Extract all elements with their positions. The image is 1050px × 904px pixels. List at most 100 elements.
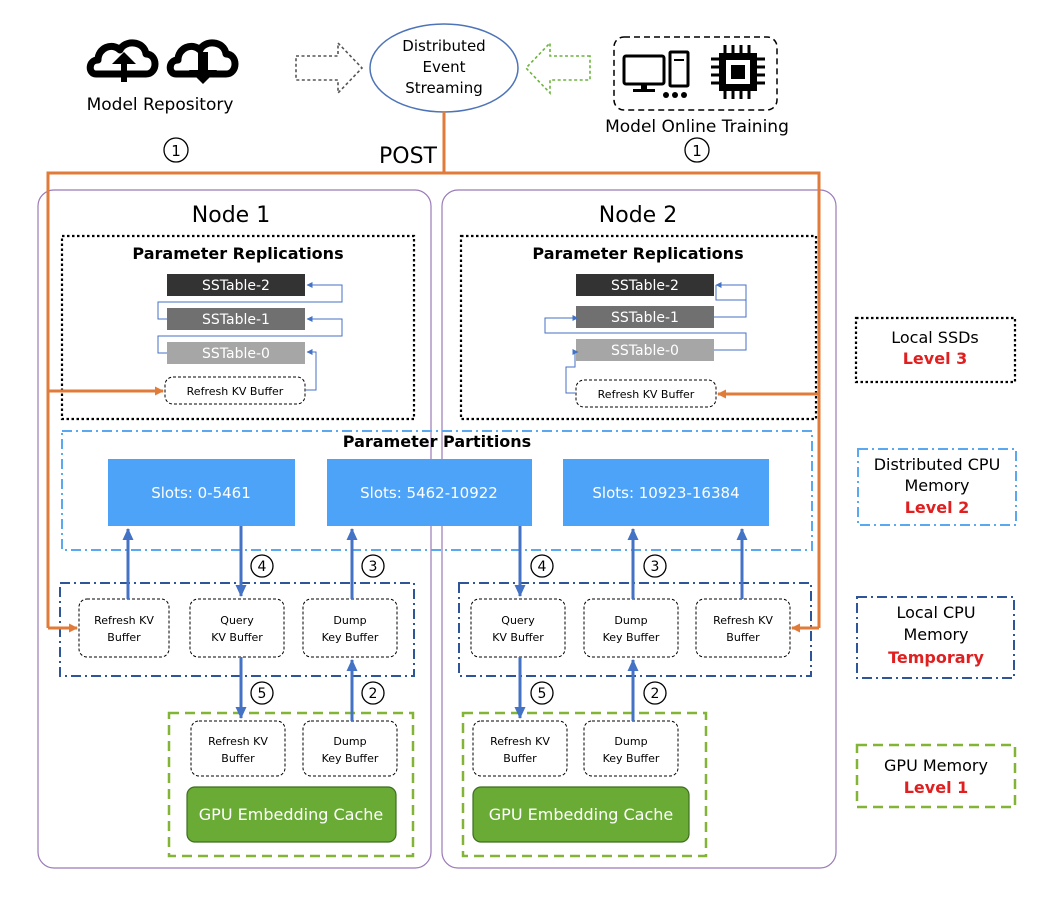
step-marker-1-left: 1 bbox=[163, 137, 189, 163]
cloud-download-icon bbox=[166, 39, 239, 84]
partitions-title: Parameter Partitions bbox=[343, 432, 531, 451]
step-marker-2-node-2: 2 bbox=[643, 681, 667, 705]
node-2-title: Node 2 bbox=[599, 203, 677, 228]
node-1-parameter-replications: Parameter Replications SSTable-2 SSTable… bbox=[60, 234, 416, 421]
svg-text:Buffer: Buffer bbox=[107, 631, 141, 644]
legend-local-cpu-memory: Local CPU Memory Temporary bbox=[856, 596, 1015, 679]
sstable-2 bbox=[576, 274, 714, 296]
svg-text:Query: Query bbox=[501, 614, 535, 627]
svg-text:4: 4 bbox=[258, 559, 267, 575]
cpu-buffer-refresh bbox=[695, 598, 791, 658]
event-streaming-node: Distributed Event Streaming bbox=[369, 23, 519, 113]
svg-text:Buffer: Buffer bbox=[726, 631, 760, 644]
svg-text:SSTable-1: SSTable-1 bbox=[202, 312, 270, 328]
svg-text:Local SSDs: Local SSDs bbox=[891, 328, 979, 347]
svg-text:4: 4 bbox=[538, 559, 547, 575]
svg-text:Temporary: Temporary bbox=[888, 648, 984, 667]
cpu-chip-icon bbox=[711, 45, 765, 99]
replications-title: Parameter Replications bbox=[132, 244, 343, 263]
svg-text:Refresh KV: Refresh KV bbox=[94, 614, 154, 627]
gpu-embedding-cache bbox=[186, 786, 397, 843]
node-2-local-cpu-memory: Query KV Buffer Dump Key Buffer Refresh … bbox=[458, 582, 812, 677]
step-marker-3-node-2: 3 bbox=[643, 554, 667, 578]
node-2-frame bbox=[441, 189, 837, 869]
training-to-streaming-arrow bbox=[524, 41, 591, 95]
svg-text:GPU Memory: GPU Memory bbox=[884, 756, 988, 775]
svg-text:Level 3: Level 3 bbox=[903, 349, 968, 368]
step-marker-2-node-1: 2 bbox=[361, 681, 385, 705]
svg-text:SSTable-2: SSTable-2 bbox=[611, 278, 679, 294]
model-repository: Model Repository bbox=[86, 39, 239, 115]
cpu-buffer-query bbox=[189, 598, 285, 658]
svg-text:2: 2 bbox=[651, 686, 660, 702]
legend-local-ssds: Local SSDs Level 3 bbox=[854, 316, 1017, 384]
replications-title: Parameter Replications bbox=[532, 244, 743, 263]
cpu-buffer-dump bbox=[583, 598, 679, 658]
sstable-0 bbox=[167, 342, 305, 364]
svg-text:Dump: Dump bbox=[333, 614, 366, 627]
svg-text:SSTable-2: SSTable-2 bbox=[202, 278, 270, 294]
post-label: POST bbox=[379, 144, 438, 169]
legend-gpu-memory: GPU Memory Level 1 bbox=[855, 743, 1017, 809]
svg-text:Slots: 5462-10922: Slots: 5462-10922 bbox=[360, 484, 498, 502]
svg-text:KV Buffer: KV Buffer bbox=[211, 631, 263, 644]
svg-text:Refresh KV: Refresh KV bbox=[490, 735, 550, 748]
model-online-training: Model Online Training bbox=[605, 36, 789, 137]
svg-text:Level 1: Level 1 bbox=[904, 778, 969, 797]
svg-text:Memory: Memory bbox=[903, 625, 968, 644]
svg-text:Buffer: Buffer bbox=[503, 752, 537, 765]
svg-text:Refresh KV Buffer: Refresh KV Buffer bbox=[187, 385, 284, 398]
svg-text:Level 2: Level 2 bbox=[905, 498, 970, 517]
svg-text:Refresh KV: Refresh KV bbox=[713, 614, 773, 627]
svg-text:Refresh KV: Refresh KV bbox=[208, 735, 268, 748]
step-marker-4-node-1: 4 bbox=[250, 554, 274, 578]
svg-text:3: 3 bbox=[369, 559, 378, 575]
cpu-buffer-dump bbox=[302, 598, 398, 658]
sstable-1 bbox=[576, 306, 714, 328]
sstable-2 bbox=[167, 274, 305, 296]
svg-text:SSTable-0: SSTable-0 bbox=[202, 346, 270, 362]
svg-text:Key Buffer: Key Buffer bbox=[322, 752, 379, 765]
sstable-0 bbox=[576, 339, 714, 361]
sstable-compaction-arrows bbox=[544, 282, 747, 394]
svg-text:Slots: 0-5461: Slots: 0-5461 bbox=[151, 484, 251, 502]
svg-text:Query: Query bbox=[220, 614, 254, 627]
svg-text:Local CPU: Local CPU bbox=[896, 603, 975, 622]
svg-text:Refresh KV Buffer: Refresh KV Buffer bbox=[598, 388, 695, 401]
model-online-training-label: Model Online Training bbox=[605, 117, 789, 137]
step-marker-3-node-1: 3 bbox=[361, 554, 385, 578]
svg-text:Key Buffer: Key Buffer bbox=[603, 752, 660, 765]
svg-text:Dump: Dump bbox=[614, 614, 647, 627]
cloud-upload-icon bbox=[86, 39, 159, 82]
cpu-buffer-query bbox=[470, 598, 566, 658]
parameter-partitions: Parameter Partitions Slots: 0-5461 Slots… bbox=[61, 430, 813, 551]
svg-text:1: 1 bbox=[692, 142, 702, 160]
gpu-buffer-dump bbox=[302, 720, 398, 777]
step-marker-5-node-1: 5 bbox=[250, 681, 274, 705]
svg-text:Key Buffer: Key Buffer bbox=[603, 631, 660, 644]
cpu-buffer-refresh bbox=[78, 598, 170, 658]
svg-text:5: 5 bbox=[538, 686, 547, 702]
post-distribution-lines bbox=[46, 112, 821, 633]
svg-text:Memory: Memory bbox=[904, 476, 969, 495]
node-1-gpu-memory: Refresh KV Buffer Dump Key Buffer GPU Em… bbox=[167, 711, 415, 858]
slot-range-2 bbox=[327, 459, 532, 526]
svg-text:5: 5 bbox=[258, 686, 267, 702]
gpu-buffer-refresh bbox=[190, 720, 286, 777]
svg-text:GPU Embedding Cache: GPU Embedding Cache bbox=[199, 805, 383, 824]
step-marker-5-node-2: 5 bbox=[530, 681, 554, 705]
step-marker-4-node-2: 4 bbox=[530, 554, 554, 578]
svg-text:Slots: 10923-16384: Slots: 10923-16384 bbox=[592, 484, 739, 502]
sstable-1 bbox=[167, 308, 305, 330]
node-1-local-cpu-memory: Refresh KV Buffer Query KV Buffer Dump K… bbox=[59, 582, 415, 677]
gpu-buffer-dump bbox=[583, 720, 679, 777]
svg-text:Distributed CPU: Distributed CPU bbox=[874, 455, 1001, 474]
gpu-buffer-refresh bbox=[472, 720, 568, 777]
training-frame bbox=[613, 36, 778, 111]
node-1-title: Node 1 bbox=[192, 203, 270, 228]
step-marker-1-right: 1 bbox=[684, 137, 710, 163]
desktop-computer-icon bbox=[622, 50, 690, 98]
svg-text:Buffer: Buffer bbox=[221, 752, 255, 765]
svg-text:Key Buffer: Key Buffer bbox=[322, 631, 379, 644]
